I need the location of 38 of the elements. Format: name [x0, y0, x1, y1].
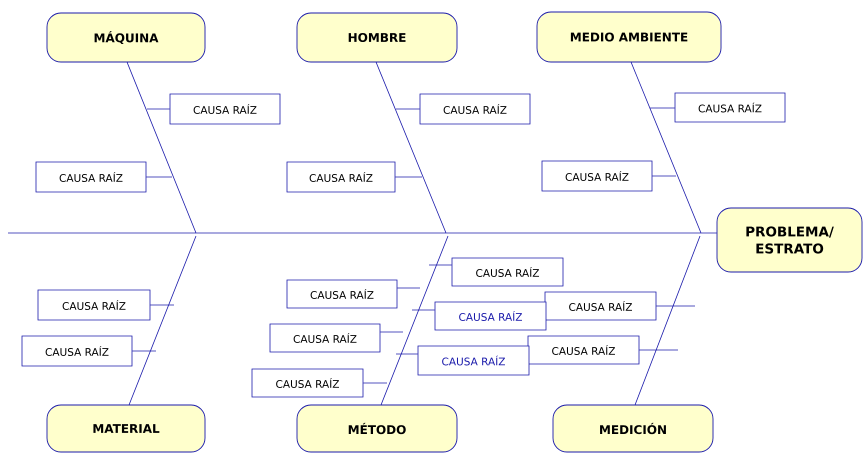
- category-box: MEDIO AMBIENTE: [536, 12, 722, 62]
- cause-box: CAUSA RAÍZ: [542, 160, 652, 192]
- category-box: MÉTODO: [296, 404, 458, 452]
- category-box: HOMBRE: [296, 12, 458, 62]
- cause-box: CAUSA RAÍZ: [544, 292, 656, 320]
- bone-line: [630, 62, 702, 234]
- bone-line: [128, 236, 196, 406]
- cause-box: CAUSA RAÍZ: [452, 258, 564, 286]
- cause-box: CAUSA RAÍZ: [36, 162, 146, 192]
- connector-line: [132, 350, 156, 352]
- bone-line: [634, 236, 700, 406]
- connector-line: [146, 176, 172, 178]
- cause-box: CAUSA RAÍZ: [434, 302, 546, 330]
- connector-line: [146, 108, 170, 110]
- cause-box: CAUSA RAÍZ: [528, 336, 640, 364]
- cause-box: CAUSA RAÍZ: [286, 162, 396, 192]
- spine-line: [8, 232, 717, 234]
- bone-line: [380, 236, 448, 406]
- connector-line: [363, 382, 388, 384]
- cause-box: CAUSA RAÍZ: [252, 368, 364, 398]
- category-box: MATERIAL: [46, 404, 206, 452]
- connector-line: [150, 304, 174, 306]
- category-box: MÁQUINA: [46, 12, 206, 62]
- cause-box: CAUSA RAÍZ: [418, 346, 530, 376]
- connector-line: [428, 264, 452, 266]
- cause-box: CAUSA RAÍZ: [286, 280, 398, 308]
- cause-box: CAUSA RAÍZ: [270, 324, 380, 352]
- connector-line: [396, 108, 420, 110]
- cause-box: CAUSA RAÍZ: [420, 94, 530, 124]
- category-box: MEDICIÓN: [552, 404, 714, 452]
- cause-box: CAUSA RAÍZ: [38, 290, 150, 320]
- cause-box: CAUSA RAÍZ: [22, 336, 132, 366]
- bone-line: [126, 62, 196, 234]
- connector-line: [395, 176, 422, 178]
- cause-box: CAUSA RAÍZ: [674, 92, 786, 122]
- problem-box: PROBLEMA/ ESTRATO: [716, 208, 862, 272]
- bone-line: [376, 62, 446, 234]
- cause-box: CAUSA RAÍZ: [170, 94, 280, 124]
